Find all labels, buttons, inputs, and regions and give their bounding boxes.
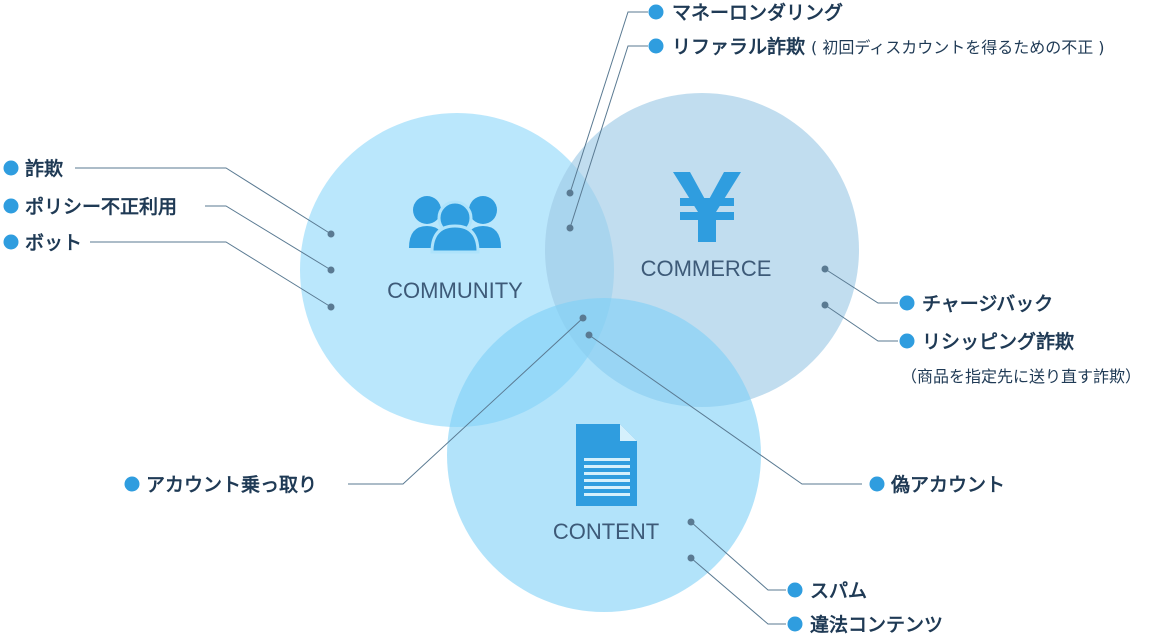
- anchor-dots: [327, 189, 829, 562]
- leader-money-laundering: [569, 11, 648, 194]
- leader-lines: [75, 11, 898, 625]
- label-reshipping-fraud: リシッピング詐欺: [922, 330, 1074, 353]
- label-referral-fraud-note: ( 初回ディスカウントを得るための不正 ): [811, 38, 1105, 57]
- leader-chargeback: [824, 268, 898, 304]
- label-referral-fraud-row: リファラル詐欺 ( 初回ディスカウントを得るための不正 ): [672, 35, 1105, 58]
- label-account-takeover: アカウント乗っ取り: [146, 474, 317, 496]
- leader-illegal-content: [690, 557, 786, 625]
- label-referral-fraud: リファラル詐欺: [672, 35, 805, 58]
- leader-account-takeover: [348, 317, 584, 485]
- label-reshipping-fraud-note: （商品を指定先に送り直す詐欺）: [901, 367, 1141, 386]
- leader-referral-fraud: [569, 45, 648, 229]
- label-fraud: 詐欺: [25, 157, 63, 180]
- bullets: [3, 4, 915, 632]
- leader-spam: [690, 521, 786, 591]
- commerce-area-label: COMMERCE: [641, 256, 772, 281]
- label-chargeback: チャージバック: [922, 293, 1053, 315]
- yen-icon: [673, 172, 741, 242]
- label-spam: スパム: [810, 580, 867, 602]
- people-group-icon: [409, 196, 501, 254]
- label-money-laundering: マネーロンダリング: [672, 1, 843, 24]
- leader-bot: [90, 241, 332, 308]
- label-illegal-content: 違法コンテンツ: [810, 613, 943, 636]
- label-bot: ボット: [25, 232, 82, 254]
- leader-fraud: [75, 167, 332, 235]
- content-area-label: CONTENT: [553, 519, 659, 544]
- venn-circles: [300, 93, 859, 612]
- leader-policy-abuse: [205, 205, 332, 271]
- community-area-label: COMMUNITY: [387, 278, 523, 303]
- label-fake-account: 偽アカウント: [890, 473, 1005, 496]
- leader-fake-account: [588, 334, 862, 485]
- leader-reshipping-fraud: [824, 304, 898, 342]
- label-policy-abuse: ポリシー不正利用: [25, 195, 177, 218]
- document-icon: [576, 424, 637, 506]
